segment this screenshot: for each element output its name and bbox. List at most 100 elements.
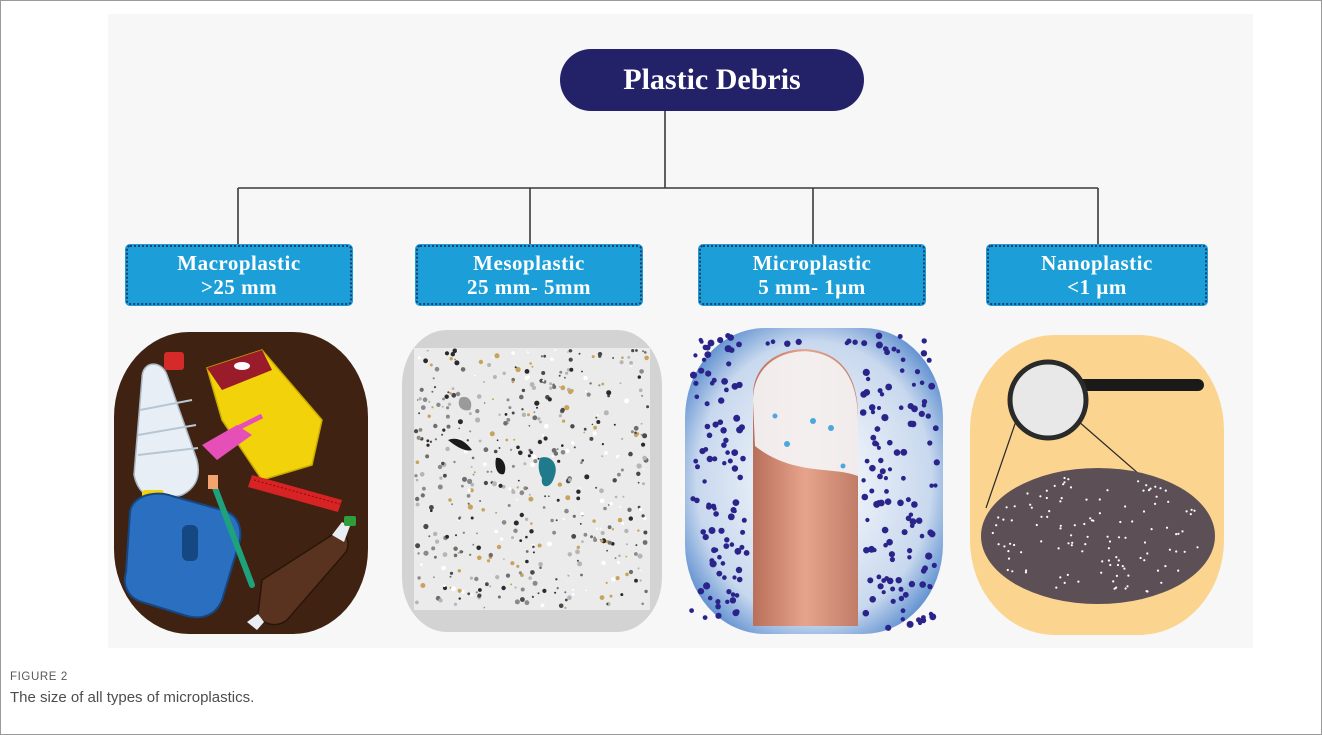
nanoplastic-particle xyxy=(1146,552,1148,554)
debris-particle xyxy=(557,587,559,589)
nanoplastic-particle xyxy=(1046,497,1048,499)
debris-particle xyxy=(515,599,520,604)
debris-particle xyxy=(487,559,490,562)
microplastic-particle xyxy=(865,518,869,522)
category-size: 5 mm- 1µm xyxy=(758,275,866,299)
microplastic-particle xyxy=(907,548,912,553)
debris-particle xyxy=(526,487,528,489)
nanoplastic-particle xyxy=(1100,572,1102,574)
nanoplastic-particle xyxy=(1175,550,1177,552)
debris-particle xyxy=(420,583,425,588)
debris-particle xyxy=(525,536,528,539)
debris-particle xyxy=(564,405,569,410)
debris-particle xyxy=(595,487,597,489)
microplastic-particle xyxy=(690,372,697,379)
nanoplastic-particle xyxy=(1071,544,1073,546)
debris-particle xyxy=(577,560,579,562)
debris-particle xyxy=(583,432,585,434)
debris-particle xyxy=(542,589,546,593)
nanoplastic-particle xyxy=(1151,528,1153,530)
debris-particle xyxy=(453,547,457,551)
nanoplastic-particle xyxy=(1007,569,1009,571)
nanoplastic-particle xyxy=(1101,560,1103,562)
microplastic-particle xyxy=(921,350,927,356)
nanoplastic-particle xyxy=(1059,500,1061,502)
debris-particle xyxy=(498,414,500,416)
microplastic-particle xyxy=(722,575,727,580)
debris-particle xyxy=(526,456,528,458)
debris-particle xyxy=(631,349,634,352)
microplastic-particle xyxy=(885,498,892,505)
nanoplastic-particle xyxy=(1118,536,1120,538)
microplastic-particle xyxy=(921,568,927,574)
debris-particle xyxy=(541,355,543,357)
microplastic-particle xyxy=(880,468,886,474)
debris-particle xyxy=(498,484,502,488)
debris-particle xyxy=(559,414,562,417)
microplastic-particle xyxy=(733,509,737,513)
microplastic-particle xyxy=(906,497,911,502)
debris-particle xyxy=(492,481,497,486)
microplastic-particle xyxy=(888,467,892,471)
debris-particle xyxy=(608,504,610,506)
debris-particle xyxy=(547,542,552,547)
debris-particle xyxy=(483,381,485,383)
debris-particle xyxy=(608,525,612,529)
microplastic-particle xyxy=(726,361,731,366)
nanoplastic-particle xyxy=(1122,565,1124,567)
debris-particle xyxy=(634,426,639,431)
microplastic-particle xyxy=(731,592,736,597)
nanoplastic-particle xyxy=(1059,527,1061,529)
nanoplastic-illustration xyxy=(968,333,1226,639)
debris-particle xyxy=(624,529,628,533)
nanoplastic-particle xyxy=(1149,488,1151,490)
microplastic-particle xyxy=(728,459,733,464)
microplastic-particle xyxy=(721,442,727,448)
debris-particle xyxy=(642,350,644,352)
nanoplastic-particle xyxy=(1074,524,1076,526)
debris-particle xyxy=(458,569,461,572)
nanoplastic-particle xyxy=(1160,582,1162,584)
nanoplastic-particle xyxy=(1167,501,1169,503)
microplastic-particle xyxy=(919,581,926,588)
debris-particle xyxy=(458,552,460,554)
debris-particle xyxy=(442,398,445,401)
microplastic-particle xyxy=(882,527,889,534)
nanoplastic-particle xyxy=(1036,524,1038,526)
debris-particle xyxy=(568,390,573,395)
category-name: Microplastic xyxy=(753,251,872,275)
debris-particle xyxy=(642,433,647,438)
nanoplastic-particle xyxy=(1063,481,1065,483)
debris-particle xyxy=(596,528,598,530)
debris-particle xyxy=(600,595,605,600)
nanoplastic-particle xyxy=(1127,575,1129,577)
microplastic-particle xyxy=(725,333,730,338)
debris-particle xyxy=(518,480,520,482)
root-label: Plastic Debris xyxy=(623,63,800,97)
debris-particle xyxy=(428,535,430,537)
debris-particle xyxy=(472,544,474,546)
microplastic-particle xyxy=(731,449,738,456)
nanoplastic-particle xyxy=(1159,487,1161,489)
nanoplastic-particle xyxy=(1058,547,1060,549)
debris-particle xyxy=(557,460,560,463)
debris-particle xyxy=(512,465,515,468)
debris-particle xyxy=(477,394,482,399)
debris-particle xyxy=(525,369,530,374)
debris-particle xyxy=(554,349,556,351)
microplastic-particle xyxy=(705,401,710,406)
root-node: Plastic Debris xyxy=(560,49,864,111)
debris-particle xyxy=(446,406,449,409)
debris-particle xyxy=(565,449,569,453)
debris-particle xyxy=(453,461,455,463)
microplastic-particle xyxy=(708,596,713,601)
debris-particle xyxy=(621,469,624,472)
microplastic-particle xyxy=(714,548,718,552)
microplastic-particle xyxy=(870,435,876,441)
debris-particle xyxy=(571,534,576,539)
microplastic-particle xyxy=(724,537,729,542)
debris-particle xyxy=(610,502,613,505)
debris-particle xyxy=(436,403,440,407)
microplastic-particle xyxy=(735,548,742,555)
nanoplastic-particle xyxy=(1062,483,1064,485)
